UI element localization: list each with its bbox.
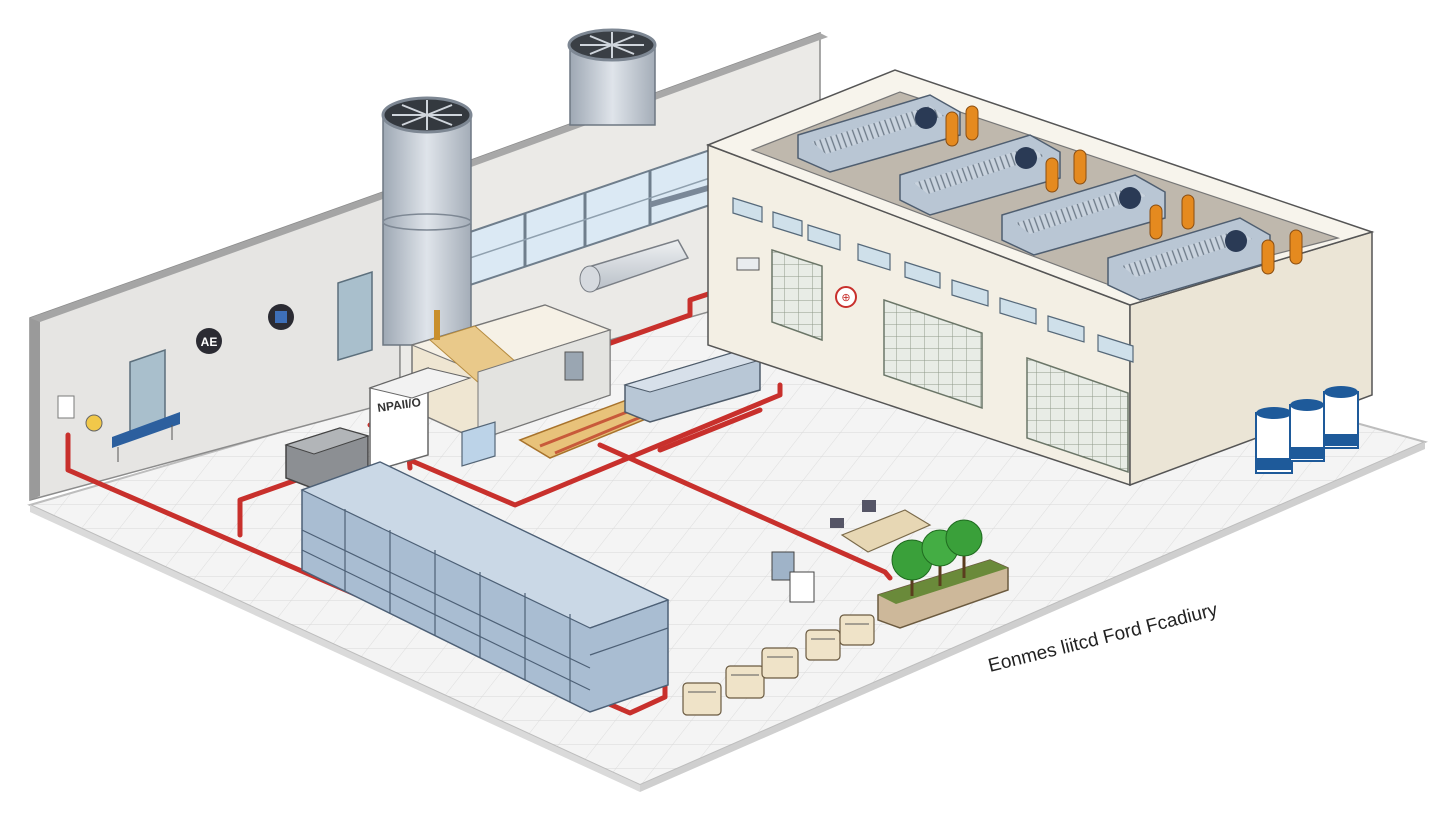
rooftop-hvac-units — [797, 94, 1303, 301]
wall-badge-left: AE — [201, 335, 218, 349]
building-sign-icon: ⊕ — [835, 286, 857, 308]
drum-icon — [1255, 407, 1293, 474]
wall-panel — [57, 395, 75, 419]
control-cabinet: NPAII/O — [368, 366, 472, 474]
window-icon — [732, 197, 1134, 363]
exhaust-fan-icon — [392, 100, 462, 130]
storage-tank — [579, 239, 690, 293]
drum-icon — [1323, 386, 1359, 449]
material-carts — [682, 614, 875, 716]
kiosk — [771, 551, 815, 603]
door-icon — [129, 270, 373, 433]
storage-drums — [1255, 386, 1359, 474]
tree-icon — [891, 519, 983, 596]
door-icon — [771, 248, 1129, 474]
tree-planter — [877, 519, 1009, 629]
valve-icon — [85, 414, 103, 432]
left-wall-details: AE — [57, 270, 373, 462]
battery-racks — [300, 461, 670, 713]
camera-icon — [736, 257, 760, 271]
process-unit — [410, 304, 612, 441]
main-building: ⊕ — [705, 69, 1375, 487]
exhaust-fan-icon — [580, 32, 644, 58]
exhaust-stack-rear — [567, 28, 657, 126]
wall-badge-icon: AE — [196, 304, 294, 354]
drum-icon — [1289, 399, 1325, 462]
blue-bench — [112, 412, 180, 462]
work-table — [830, 500, 932, 553]
building-sign-label: ⊕ — [841, 292, 850, 304]
exhaust-stack-front — [381, 96, 473, 346]
plant-sign-label: NPAII/O — [376, 395, 421, 415]
